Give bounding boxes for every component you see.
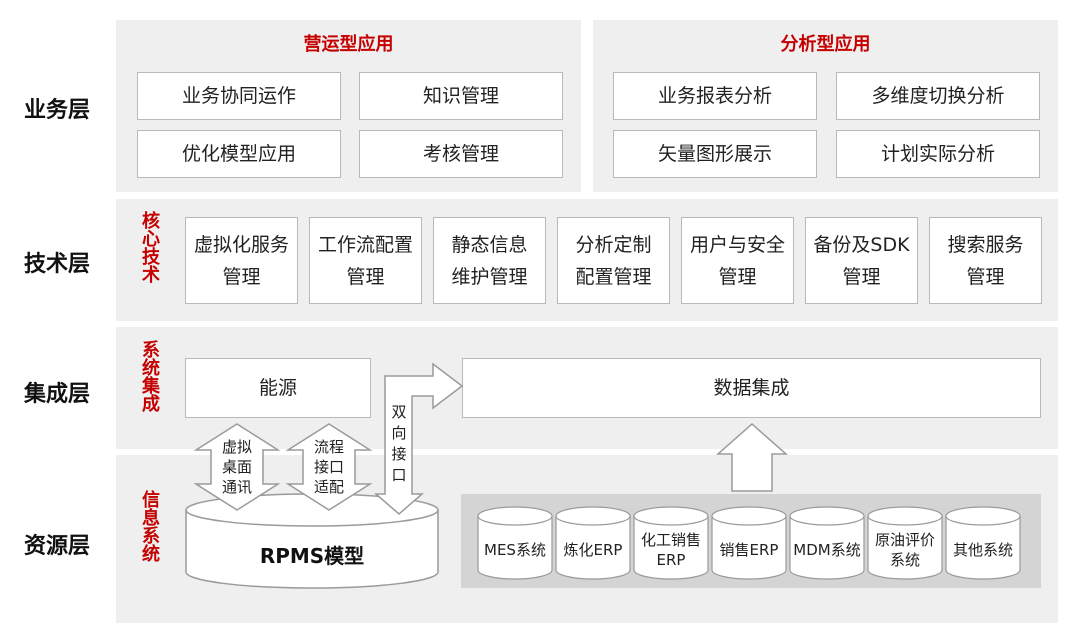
business-box: 优化模型应用 — [137, 130, 341, 178]
arrow-text-line: 双 — [391, 403, 407, 421]
info-system-label: 信息系统 — [139, 490, 160, 562]
system-label-sales-erp: 销售ERP — [710, 527, 788, 573]
business-box: 业务报表分析 — [613, 72, 817, 120]
tech-box-line: 管理 — [346, 265, 385, 288]
double-arrow-process-interface — [285, 423, 373, 511]
bidirectional-arrow — [373, 362, 464, 515]
cylinder-sales-erp — [711, 506, 787, 580]
bidirectional-label: 双 向 接 口 — [386, 402, 412, 486]
tech-box-line: 配置管理 — [575, 265, 652, 288]
tech-box: 静态信息 维护管理 — [433, 217, 546, 304]
system-label-other: 其他系统 — [944, 527, 1022, 573]
data-integration-box: 数据集成 — [462, 358, 1041, 418]
system-label-line: 原油评价 — [874, 531, 935, 549]
system-label-line: ERP — [656, 551, 686, 569]
system-label-line: MDM系统 — [793, 541, 861, 559]
arrow-text-line: 适配 — [313, 478, 344, 496]
tech-box-line: 分析定制 — [575, 233, 652, 256]
system-label-line: 化工销售 — [640, 531, 701, 549]
operational-title: 营运型应用 — [303, 34, 394, 55]
tech-box-line: 管理 — [718, 265, 757, 288]
tech-box-line: 静态信息 — [451, 233, 528, 256]
cylinder-other — [945, 506, 1021, 580]
tech-box-line: 管理 — [966, 265, 1005, 288]
up-arrow-data-integration — [716, 422, 788, 492]
system-label-refining-erp: 炼化ERP — [554, 527, 632, 573]
cylinder-mes — [477, 506, 553, 580]
cylinder-chemical-sales-erp — [633, 506, 709, 580]
layer-label-integration: 集成层 — [24, 382, 91, 407]
arrow-text-line: 接 — [391, 445, 407, 463]
arrow-text-line: 向 — [391, 424, 407, 442]
system-integration-label: 系统集成 — [139, 340, 160, 412]
analytical-title: 分析型应用 — [780, 34, 871, 55]
business-box: 计划实际分析 — [836, 130, 1040, 178]
tech-box: 用户与安全 管理 — [681, 217, 794, 304]
tech-box-line: 维护管理 — [451, 265, 528, 288]
tech-box: 工作流配置 管理 — [309, 217, 422, 304]
system-label-line: 其他系统 — [952, 541, 1013, 559]
business-box: 考核管理 — [359, 130, 563, 178]
layer-label-tech: 技术层 — [24, 252, 91, 277]
business-box: 知识管理 — [359, 72, 563, 120]
cylinder-mdm — [789, 506, 865, 580]
arrow-text-line: 虚拟 — [221, 438, 252, 456]
tech-box-line: 虚拟化服务 — [193, 233, 289, 256]
system-label-mdm: MDM系统 — [788, 527, 866, 573]
system-label-line: 炼化ERP — [563, 541, 623, 559]
virtual-desktop-label: 虚拟 桌面 通讯 — [212, 437, 262, 497]
system-label-line: 系统 — [889, 551, 920, 569]
business-box: 多维度切换分析 — [836, 72, 1040, 120]
layer-label-resource: 资源层 — [24, 534, 91, 559]
double-arrow-virtual-desktop — [193, 423, 281, 511]
tech-box-line: 用户与安全 — [689, 233, 785, 256]
system-label-mes: MES系统 — [476, 527, 554, 573]
business-box: 业务协同运作 — [137, 72, 341, 120]
cylinder-refining-erp — [555, 506, 631, 580]
tech-box: 搜索服务 管理 — [929, 217, 1042, 304]
tech-box-line: 管理 — [222, 265, 261, 288]
tech-box-line: 搜索服务 — [947, 233, 1024, 256]
arrow-text-line: 流程 — [313, 438, 344, 456]
tech-box: 虚拟化服务 管理 — [185, 217, 298, 304]
tech-box-line: 备份及SDK — [813, 233, 910, 256]
tech-box-line: 管理 — [842, 265, 881, 288]
small-cylinders — [477, 506, 1021, 580]
system-label-line: 销售ERP — [719, 541, 779, 559]
arrow-text-line: 桌面 — [221, 458, 252, 476]
process-interface-label: 流程 接口 适配 — [304, 437, 354, 497]
system-label-chemical-sales-erp: 化工销售 ERP — [632, 527, 710, 573]
arrow-text-line: 通讯 — [221, 478, 252, 496]
core-tech-label: 核心技术 — [139, 211, 160, 283]
tech-box-line: 工作流配置 — [317, 233, 413, 256]
system-label-crude-evaluation: 原油评价 系统 — [866, 527, 944, 573]
arrow-text-line: 口 — [391, 466, 407, 484]
tech-box: 分析定制 配置管理 — [557, 217, 670, 304]
layer-label-business: 业务层 — [24, 98, 91, 123]
system-label-line: MES系统 — [484, 541, 546, 559]
cylinder-crude-evaluation — [867, 506, 943, 580]
tech-box: 备份及SDK 管理 — [805, 217, 918, 304]
arrow-text-line: 接口 — [313, 458, 344, 476]
rpms-label: RPMS模型 — [259, 544, 365, 568]
energy-box: 能源 — [185, 358, 371, 418]
business-box: 矢量图形展示 — [613, 130, 817, 178]
